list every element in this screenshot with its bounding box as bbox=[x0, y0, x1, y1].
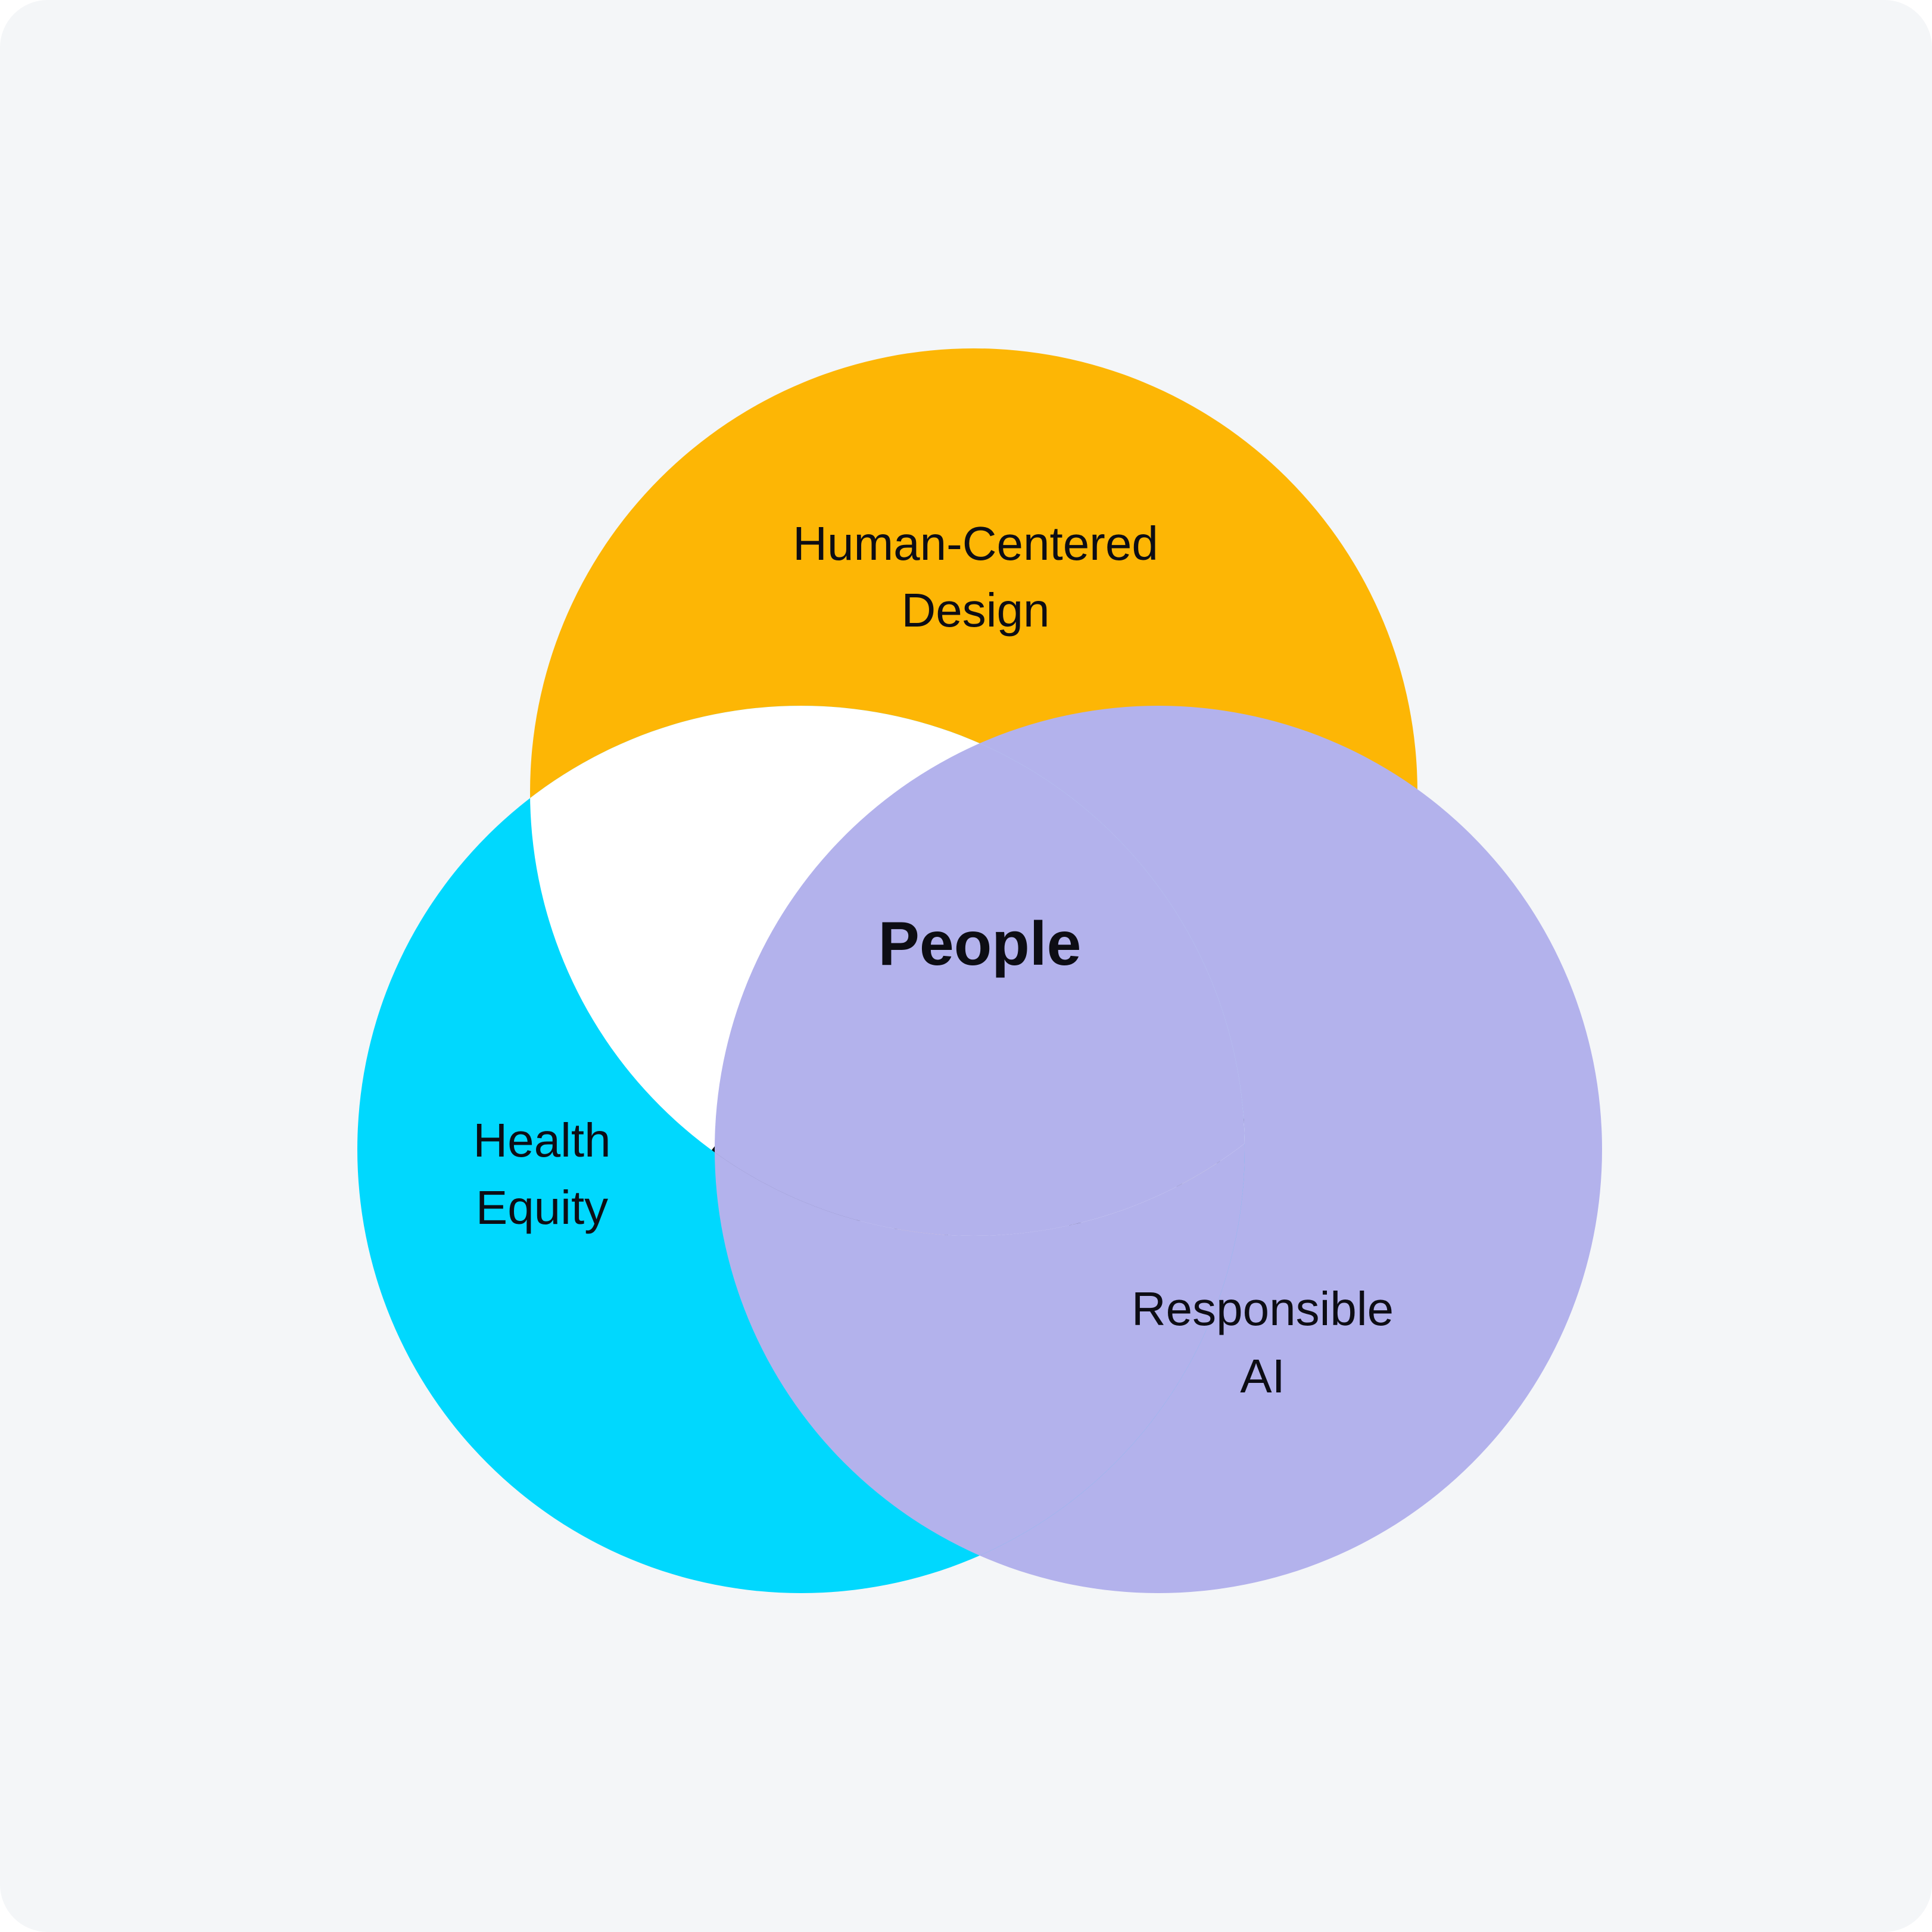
label-responsible-ai-line2: AI bbox=[1240, 1350, 1285, 1403]
label-health-equity-line1: Health bbox=[473, 1114, 610, 1167]
label-responsible-ai-line1: Responsible bbox=[1132, 1282, 1394, 1335]
label-people: People bbox=[878, 909, 1082, 979]
label-human-centered-design-line1: Human-Centered bbox=[793, 517, 1158, 570]
label-human-centered-design-line2: Design bbox=[901, 584, 1049, 637]
label-health-equity-line2: Equity bbox=[476, 1181, 608, 1234]
